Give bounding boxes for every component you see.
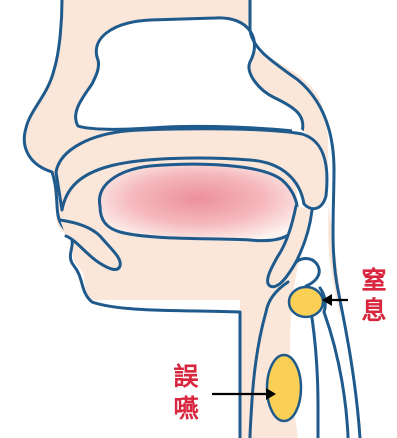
- label-aspiration-char-1: 誤: [173, 362, 199, 391]
- label-choking-char-2: 息: [361, 296, 386, 325]
- oral-cavity: [99, 164, 297, 240]
- label-aspiration: 誤 嚥: [173, 362, 199, 423]
- label-choking: 窒 息: [361, 266, 386, 325]
- bolus-aspiration: [267, 355, 301, 421]
- label-aspiration-char-2: 嚥: [173, 394, 198, 423]
- label-choking-char-1: 窒: [361, 266, 386, 295]
- bolus-choking: [289, 287, 323, 317]
